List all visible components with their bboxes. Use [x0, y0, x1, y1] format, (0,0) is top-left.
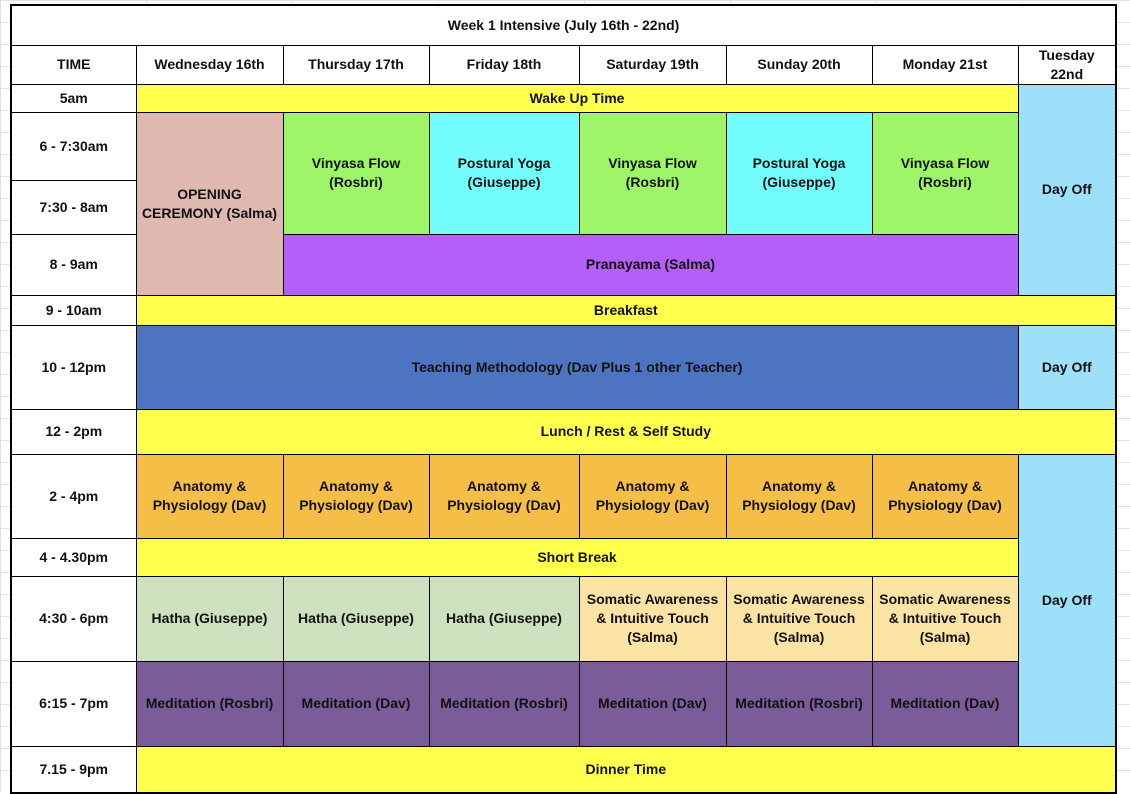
row-12pm: 12 - 2pm Lunch / Rest & Self Study: [10, 408, 1117, 455]
header-day-monday[interactable]: Monday 21st: [871, 44, 1019, 85]
schedule-table: Week 1 Intensive (July 16th - 22nd) TIME…: [10, 4, 1118, 794]
time-cell[interactable]: 4:30 - 6pm: [10, 575, 137, 662]
event-hatha-thursday[interactable]: Hatha (Giuseppe): [282, 575, 430, 662]
event-label: Anatomy & Physiology (Dav): [447, 478, 561, 513]
event-label: Postural Yoga (Giuseppe): [457, 155, 551, 190]
event-vinyasa-monday[interactable]: Vinyasa Flow (Rosbri): [871, 111, 1019, 235]
event-postural-sunday[interactable]: Postural Yoga (Giuseppe): [725, 111, 873, 235]
time-cell[interactable]: 7:30 - 8am: [10, 179, 137, 235]
event-pranayama[interactable]: Pranayama (Salma): [282, 233, 1019, 296]
event-day-off-morning[interactable]: Day Off: [1017, 83, 1117, 296]
event-label: Anatomy & Physiology (Dav): [595, 478, 710, 513]
header-day-sunday[interactable]: Sunday 20th: [725, 44, 873, 85]
event-meditation-thursday[interactable]: Meditation (Dav): [282, 660, 430, 747]
event-day-off-afternoon[interactable]: Day Off: [1017, 453, 1117, 747]
time-cell[interactable]: 6:15 - 7pm: [10, 660, 137, 747]
event-meditation-monday[interactable]: Meditation (Dav): [871, 660, 1019, 747]
event-label: Anatomy & Physiology (Dav): [299, 478, 413, 513]
title-row: Week 1 Intensive (July 16th - 22nd): [10, 4, 1117, 46]
event-short-break[interactable]: Short Break: [135, 537, 1019, 577]
row-9am: 9 - 10am Breakfast: [10, 294, 1117, 326]
event-meditation-saturday[interactable]: Meditation (Dav): [578, 660, 727, 747]
row-6am: 6 - 7:30am OPENING CEREMONY (Salma) Viny…: [10, 111, 1116, 296]
header-day-saturday[interactable]: Saturday 19th: [578, 44, 727, 85]
row-730am: 7:30 - 8am: [10, 179, 1116, 235]
time-cell[interactable]: 9 - 10am: [10, 294, 137, 326]
time-cell[interactable]: 10 - 12pm: [10, 324, 137, 410]
event-label: Vinyasa Flow (Rosbri): [900, 155, 990, 190]
event-anatomy-sunday[interactable]: Anatomy & Physiology (Dav): [725, 453, 873, 539]
event-label: Postural Yoga (Giuseppe): [752, 155, 846, 190]
event-label: Anatomy & Physiology (Dav): [152, 478, 267, 513]
row-4pm: 4 - 4.30pm Short Break: [10, 537, 1116, 577]
event-meditation-friday[interactable]: Meditation (Rosbri): [428, 660, 580, 747]
event-meditation-sunday[interactable]: Meditation (Rosbri): [725, 660, 873, 747]
time-cell[interactable]: 5am: [10, 83, 137, 113]
event-label: Somatic Awareness & Intuitive Touch (Sal…: [733, 591, 865, 645]
event-label: Vinyasa Flow (Rosbri): [608, 155, 697, 190]
time-cell[interactable]: 8 - 9am: [10, 233, 137, 296]
event-label: OPENING CEREMONY (Salma): [141, 185, 278, 221]
event-label: Somatic Awareness & Intuitive Touch (Sal…: [879, 591, 1011, 645]
time-cell[interactable]: 2 - 4pm: [10, 453, 137, 539]
event-vinyasa-thursday[interactable]: Vinyasa Flow (Rosbri): [282, 111, 430, 235]
time-cell[interactable]: 12 - 2pm: [10, 408, 137, 455]
row-5am: 5am Wake Up Time Day Off: [10, 83, 1117, 296]
event-somatic-saturday[interactable]: Somatic Awareness & Intuitive Touch (Sal…: [578, 575, 727, 662]
event-dinner[interactable]: Dinner Time: [135, 745, 1117, 794]
event-label: Vinyasa Flow (Rosbri): [311, 155, 401, 190]
event-opening-ceremony[interactable]: OPENING CEREMONY (Salma): [135, 111, 284, 296]
header-day-wednesday[interactable]: Wednesday 16th: [135, 44, 284, 85]
row-2pm: 2 - 4pm Anatomy & Physiology (Dav) Anato…: [10, 453, 1117, 747]
event-day-off-midday[interactable]: Day Off: [1017, 324, 1117, 410]
row-430pm: 4:30 - 6pm Hatha (Giuseppe) Hatha (Giuse…: [10, 575, 1116, 662]
time-cell[interactable]: 4 - 4.30pm: [10, 537, 137, 577]
header-row: TIME Wednesday 16th Thursday 17th Friday…: [10, 44, 1117, 85]
event-label: Anatomy & Physiology (Dav): [742, 478, 856, 513]
event-anatomy-wednesday[interactable]: Anatomy & Physiology (Dav): [135, 453, 284, 539]
event-anatomy-saturday[interactable]: Anatomy & Physiology (Dav): [578, 453, 727, 539]
event-postural-friday[interactable]: Postural Yoga (Giuseppe): [428, 111, 580, 235]
header-day-tuesday[interactable]: Tuesday 22nd: [1017, 44, 1117, 85]
event-label: Somatic Awareness & Intuitive Touch (Sal…: [586, 591, 719, 645]
event-anatomy-thursday[interactable]: Anatomy & Physiology (Dav): [282, 453, 430, 539]
event-lunch[interactable]: Lunch / Rest & Self Study: [135, 408, 1117, 455]
event-anatomy-friday[interactable]: Anatomy & Physiology (Dav): [428, 453, 580, 539]
event-teaching-methodology[interactable]: Teaching Methodology (Dav Plus 1 other T…: [135, 324, 1019, 410]
event-somatic-sunday[interactable]: Somatic Awareness & Intuitive Touch (Sal…: [725, 575, 873, 662]
time-cell[interactable]: 6 - 7:30am: [10, 111, 137, 181]
event-label: Anatomy & Physiology (Dav): [888, 478, 1002, 513]
row-8am: 8 - 9am Pranayama (Salma): [10, 233, 1116, 296]
event-vinyasa-saturday[interactable]: Vinyasa Flow (Rosbri): [578, 111, 727, 235]
event-wake-up[interactable]: Wake Up Time: [135, 83, 1019, 113]
event-somatic-monday[interactable]: Somatic Awareness & Intuitive Touch (Sal…: [871, 575, 1019, 662]
header-day-thursday[interactable]: Thursday 17th: [282, 44, 430, 85]
header-time[interactable]: TIME: [10, 44, 137, 85]
event-hatha-wednesday[interactable]: Hatha (Giuseppe): [135, 575, 284, 662]
header-day-friday[interactable]: Friday 18th: [428, 44, 580, 85]
event-breakfast[interactable]: Breakfast: [135, 294, 1117, 326]
row-715pm: 7.15 - 9pm Dinner Time: [10, 745, 1117, 794]
row-10am: 10 - 12pm Teaching Methodology (Dav Plus…: [10, 324, 1117, 410]
event-anatomy-monday[interactable]: Anatomy & Physiology (Dav): [871, 453, 1019, 539]
event-meditation-wednesday[interactable]: Meditation (Rosbri): [135, 660, 284, 747]
schedule-title[interactable]: Week 1 Intensive (July 16th - 22nd): [10, 4, 1117, 46]
row-615pm: 6:15 - 7pm Meditation (Rosbri) Meditatio…: [10, 660, 1116, 747]
event-hatha-friday[interactable]: Hatha (Giuseppe): [428, 575, 580, 662]
time-cell[interactable]: 7.15 - 9pm: [10, 745, 137, 794]
